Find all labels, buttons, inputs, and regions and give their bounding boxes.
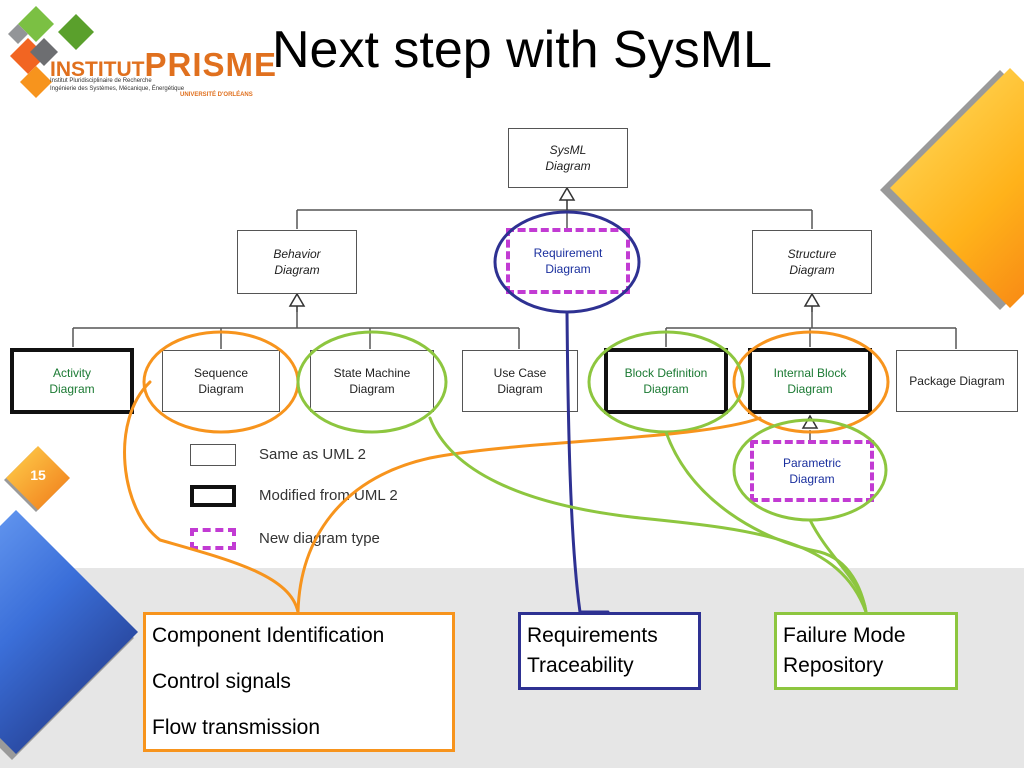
box-label: Diagram: [49, 382, 95, 396]
box-label: Requirement: [533, 246, 603, 260]
box-label: Structure: [787, 247, 837, 261]
page-title: Next step with SysML: [272, 21, 772, 79]
box-label: Diagram: [497, 382, 543, 396]
failure-note-box: Failure Mode Repository: [774, 612, 958, 690]
note-line: Flow transmission: [152, 716, 321, 739]
green-curve-block-definition: [664, 430, 868, 614]
box-label: Use Case: [493, 366, 547, 380]
generalization-arrow-ibd: [801, 414, 819, 429]
logo-subtitle-2: Ingénierie des Systèmes, Mécanique, Éner…: [50, 86, 185, 92]
green-curve-parametric: [808, 518, 868, 614]
box-label: Diagram: [545, 262, 591, 276]
note-line: Requirements: [527, 624, 658, 647]
legend-label-new: New diagram type: [259, 530, 380, 547]
box-label: Diagram: [198, 382, 244, 396]
orange-curve-sequence: [123, 380, 300, 614]
green-curve-state-machine: [428, 416, 868, 614]
legend-swatch-modified: [190, 485, 236, 507]
box-label: Diagram: [789, 263, 835, 277]
logo-word-institut: INSTITUT: [50, 58, 145, 81]
component-note-box: Component Identification Control signals…: [143, 612, 455, 752]
box-label: Package Diagram: [909, 374, 1005, 388]
blue-diamond: [0, 510, 138, 754]
green-highlight-block-definition: [587, 330, 745, 434]
page-number: 15: [30, 467, 46, 483]
logo-word-prisme: PRISME: [144, 46, 278, 83]
green-highlight-state-machine: [296, 330, 448, 434]
note-line: Control signals: [152, 670, 291, 693]
box-label: Diagram: [274, 263, 320, 277]
note-line: Repository: [783, 654, 884, 677]
orange-curve-internal-block: [296, 416, 762, 614]
box-label: Diagram: [349, 382, 395, 396]
logo-mark-icon: [8, 6, 94, 98]
box-label: Diagram: [789, 472, 835, 486]
legend-label-modified: Modified from UML 2: [259, 487, 398, 504]
institut-prisme-logo: INSTITUTPRISME Institut Pluridisciplinai…: [6, 6, 276, 116]
box-label: State Machine: [333, 366, 411, 380]
box-label: Parametric: [782, 456, 841, 470]
page-diamond: [6, 446, 70, 510]
note-line: Failure Mode: [783, 624, 906, 647]
logo-subtitle-1: Institut Pluridisciplinaire de Recherche: [50, 78, 152, 84]
legend-swatch-same: [190, 444, 236, 466]
navy-highlight-requirement: [493, 210, 641, 314]
orange-highlight-sequence: [142, 330, 300, 434]
box-label: Diagram: [787, 382, 833, 396]
box-label: Internal Block: [773, 366, 847, 380]
box-label: Diagram: [545, 159, 591, 173]
package-diagram-box: Package Diagram: [896, 350, 1018, 412]
box-label: Diagram: [643, 382, 689, 396]
box-label: Activity: [52, 366, 91, 380]
logo-wordmark: INSTITUTPRISME: [50, 46, 277, 84]
legend-swatch-new: [190, 528, 236, 550]
box-label: Behavior: [273, 247, 321, 261]
legend-label-same: Same as UML 2: [259, 446, 366, 463]
green-highlight-parametric: [732, 418, 888, 522]
logo-university: UNIVERSITÉ D'ORLÉANS: [180, 92, 253, 98]
box-label: Sequence: [193, 366, 249, 380]
orange-highlight-internal-block: [732, 330, 890, 434]
note-line: Traceability: [527, 654, 634, 677]
requirements-note-box: Requirements Traceability: [518, 612, 701, 690]
box-label: SysML: [549, 143, 587, 157]
navy-curve-requirement: [565, 310, 610, 614]
note-line: Component Identification: [152, 624, 385, 647]
sysml-diagram-box: SysML Diagram: [508, 128, 628, 188]
orange-diamond: [890, 68, 1024, 308]
box-label: Block Definition: [624, 366, 708, 380]
